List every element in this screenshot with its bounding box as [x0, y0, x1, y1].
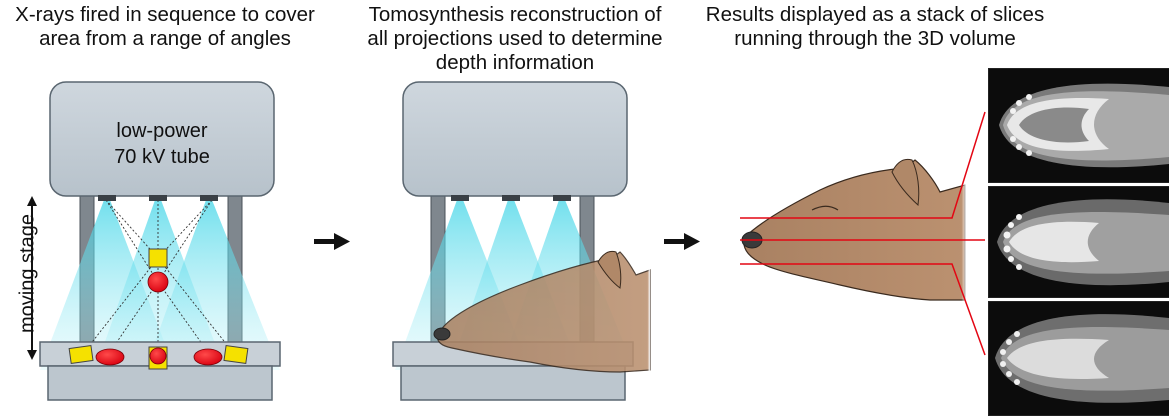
caption-step-2: Tomosynthesis reconstruction of all proj…	[345, 3, 685, 75]
xray-source-2b	[502, 195, 520, 201]
arrow-right-icon	[664, 233, 700, 250]
caption-step-1-line-1: X-rays fired in sequence to cover	[15, 3, 315, 26]
tube-housing-2	[402, 81, 628, 197]
ct-slice-bottom	[988, 301, 1169, 416]
ct-slice-top	[988, 68, 1169, 183]
caption-step-2-line-3: depth information	[435, 51, 595, 74]
caption-step-2-line-1: Tomosynthesis reconstruction of	[368, 3, 662, 26]
xray-source-2a	[451, 195, 469, 201]
caption-step-1: X-rays fired in sequence to cover area f…	[0, 3, 330, 51]
object-proj-3	[193, 348, 223, 366]
xray-beam-right	[145, 200, 280, 370]
detector-square-top	[148, 248, 168, 268]
skull-slice-image	[989, 69, 1169, 182]
tube-label-line-1: low-power	[116, 120, 208, 142]
panel-3-slices	[740, 111, 986, 356]
detector-square-proj-1	[68, 344, 94, 365]
projected-shadows	[68, 344, 249, 370]
arrow-right-icon	[314, 233, 350, 250]
skull-slice-image	[989, 302, 1169, 415]
tube-label-line-2: 70 kV tube	[114, 146, 210, 168]
dog-head-2	[433, 250, 651, 373]
caption-step-3-line-1: Results displayed as a stack of slices	[705, 3, 1045, 26]
ct-slice-middle	[988, 186, 1169, 298]
caption-step-3: Results displayed as a stack of slices r…	[690, 3, 1060, 51]
double-arrow-vertical-icon	[27, 196, 37, 360]
caption-step-1-line-2: area from a range of angles	[39, 27, 291, 50]
xray-source-1a	[98, 195, 116, 201]
xray-source-2c	[553, 195, 571, 201]
panel-2-reconstruction	[392, 81, 651, 401]
dog-head-3	[741, 150, 967, 310]
detector-square-proj-3	[223, 344, 249, 365]
moving-stage-label: moving stage	[16, 214, 39, 333]
panel-1-xray-setup	[27, 81, 281, 401]
caption-step-2-line-2: all projections used to determine	[367, 27, 663, 50]
xray-source-1b	[149, 195, 167, 201]
stage-base-2	[400, 365, 626, 401]
stage-base	[47, 365, 273, 401]
caption-step-3-line-2: running through the 3D volume	[734, 27, 1016, 50]
object-proj-2	[149, 347, 167, 365]
xray-source-1c	[200, 195, 218, 201]
skull-slice-image	[989, 187, 1169, 297]
slice-lines	[740, 111, 986, 356]
projection-lines	[81, 199, 236, 356]
tube-label: low-power 70 kV tube	[92, 118, 232, 170]
object-circle-top	[147, 271, 169, 293]
object-proj-1	[95, 348, 125, 366]
